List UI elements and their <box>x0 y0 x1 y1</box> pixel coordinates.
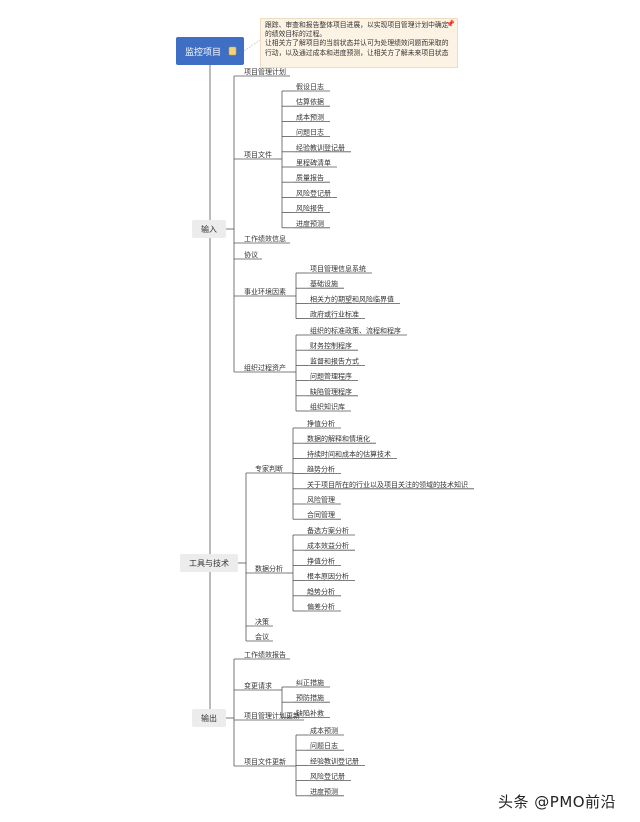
leaf-label: 里程碑清单 <box>296 158 331 167</box>
branch-label: 协议 <box>244 250 258 259</box>
branch-label: 事业环境因素 <box>244 287 286 296</box>
leaf-label: 纠正措施 <box>296 678 324 687</box>
branch-label: 组织过程资产 <box>244 363 286 372</box>
leaf-label: 风险登记册 <box>296 188 331 197</box>
leaf-label: 趋势分析 <box>307 465 335 474</box>
branch-label: 项目文件更新 <box>244 757 286 766</box>
category-2 <box>180 554 238 572</box>
category-3 <box>192 709 226 727</box>
leaf-label: 组织的标准政策、流程和程序 <box>310 326 401 335</box>
leaf-label: 经验教训登记册 <box>296 143 345 152</box>
branch-label: 工作绩效报告 <box>244 650 286 659</box>
branch-label: 项目管理计划 <box>244 67 286 76</box>
category-label: 工具与技术 <box>189 558 229 568</box>
leaf-label: 监督和报告方式 <box>310 356 359 365</box>
leaf-label: 挣值分析 <box>307 556 335 565</box>
note-line-2: 让相关方了解项目的当前状态并认可为处理绩效问题而采取的行动，以及通过成本和进度预… <box>265 39 449 57</box>
note-line-1: 跟踪、审查和报告整体项目进展，以实现项目管理计划中确定的绩效目标的过程。 <box>265 21 449 39</box>
leaf-label: 假设日志 <box>296 82 324 91</box>
leaf-label: 问题管理程序 <box>310 372 352 381</box>
category-1 <box>192 220 226 238</box>
pin-icon: 📌 <box>446 20 455 28</box>
branch-label: 会议 <box>255 632 269 641</box>
leaf-label: 问题日志 <box>296 128 324 137</box>
leaf-label: 问题日志 <box>310 741 338 750</box>
leaf-label: 风险报告 <box>296 204 324 213</box>
leaf-label: 进度预测 <box>296 219 324 228</box>
branch-label: 变更请求 <box>244 681 272 690</box>
leaf-label: 挣值分析 <box>307 419 335 428</box>
leaf-label: 经验教训登记册 <box>310 756 359 765</box>
leaf-label: 成本效益分析 <box>307 541 349 550</box>
leaf-label: 备选方案分析 <box>307 526 349 535</box>
leaf-label: 基础设施 <box>310 279 338 288</box>
leaf-label: 质量报告 <box>296 173 324 182</box>
leaf-label: 项目管理信息系统 <box>310 264 366 273</box>
leaf-label: 财务控制程序 <box>310 341 352 350</box>
branch-label: 工作绩效信息 <box>244 234 286 243</box>
leaf-label: 风险登记册 <box>310 772 345 781</box>
leaf-label: 进度预测 <box>310 787 338 796</box>
leaf-label: 缺陷管理程序 <box>310 387 352 396</box>
mindmap-nodes: 监控项目输入项目管理计划项目文件假设日志估算依据成本预测问题日志经验教训登记册里… <box>176 37 468 796</box>
branch-label: 项目管理计划更新 <box>244 711 300 720</box>
leaf-label: 缺陷补救 <box>296 708 324 717</box>
leaf-label: 政府或行业标准 <box>310 310 359 319</box>
category-label: 输出 <box>201 713 217 723</box>
leaf-label: 合同管理 <box>307 510 335 519</box>
watermark: 头条 @PMO前沿 <box>498 793 617 811</box>
branch-label: 数据分析 <box>255 564 283 573</box>
leaf-label: 趋势分析 <box>307 587 335 596</box>
branch-label: 项目文件 <box>244 150 272 159</box>
branch-label: 决策 <box>255 617 269 626</box>
root-node <box>176 37 244 65</box>
leaf-label: 风险管理 <box>307 495 335 504</box>
leaf-label: 组织知识库 <box>310 402 345 411</box>
note-icon <box>228 46 237 56</box>
connector-lines <box>209 39 474 797</box>
leaf-label: 关于项目所在的行业以及项目关注的领域的技术知识 <box>307 480 468 489</box>
leaf-label: 估算依据 <box>296 97 324 106</box>
leaf-label: 数据的解释和情境化 <box>307 434 370 443</box>
leaf-label: 偏差分析 <box>307 602 335 611</box>
leaf-label: 成本预测 <box>296 112 324 121</box>
leaf-label: 预防措施 <box>296 693 324 702</box>
leaf-label: 持续时间和成本的估算技术 <box>307 449 391 458</box>
branch-label: 专家判断 <box>255 464 283 473</box>
root-label: 监控项目 <box>185 46 221 58</box>
root-note: 📌 跟踪、审查和报告整体项目进展，以实现项目管理计划中确定的绩效目标的过程。 让… <box>260 18 458 68</box>
leaf-label: 成本预测 <box>310 726 338 735</box>
category-label: 输入 <box>201 224 217 234</box>
leaf-label: 根本原因分析 <box>307 572 349 581</box>
leaf-label: 相关方的期望和风险临界值 <box>310 294 394 303</box>
